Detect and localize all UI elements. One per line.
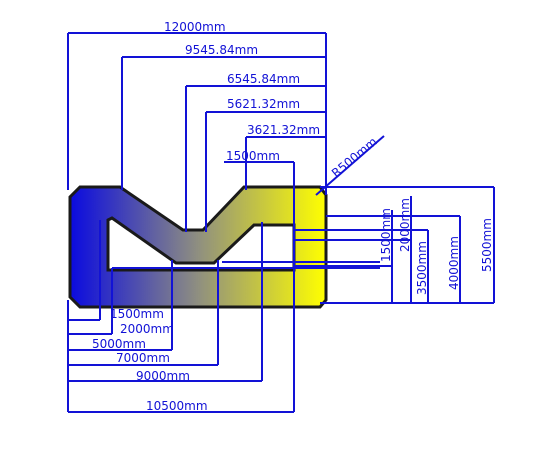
radius-leader: [315, 135, 385, 196]
dim-right-3500: 3500mm: [415, 241, 429, 295]
dim-bottom-2000: 2000mm: [120, 322, 174, 336]
dim-bottom-9000: 9000mm: [136, 369, 190, 383]
dim-bottom-10500: 10500mm: [146, 399, 208, 413]
dim-right-5500: 5500mm: [480, 218, 494, 272]
dim-top-3621: 3621.32mm: [247, 123, 320, 137]
dim-top-12000: 12000mm: [164, 20, 226, 34]
dim-top-5621: 5621.32mm: [227, 97, 300, 111]
dim-bottom-1500: 1500mm: [110, 307, 164, 321]
right-dimensions: [112, 186, 495, 304]
dim-top-6545: 6545.84mm: [227, 72, 300, 86]
dim-top-1500: 1500mm: [226, 149, 280, 163]
dim-bottom-7000: 7000mm: [116, 351, 170, 365]
radius-label: R500mm: [329, 134, 380, 180]
dim-bottom-5000: 5000mm: [92, 337, 146, 351]
dim-right-2000: 2000mm: [398, 198, 412, 252]
top-dimensions: [67, 32, 327, 412]
dim-right-1500: 1500mm: [379, 208, 393, 262]
dim-right-4000: 4000mm: [447, 236, 461, 290]
profile-shape: [68, 185, 328, 309]
bottom-dimensions: [67, 220, 294, 413]
dim-top-9545: 9545.84mm: [185, 43, 258, 57]
